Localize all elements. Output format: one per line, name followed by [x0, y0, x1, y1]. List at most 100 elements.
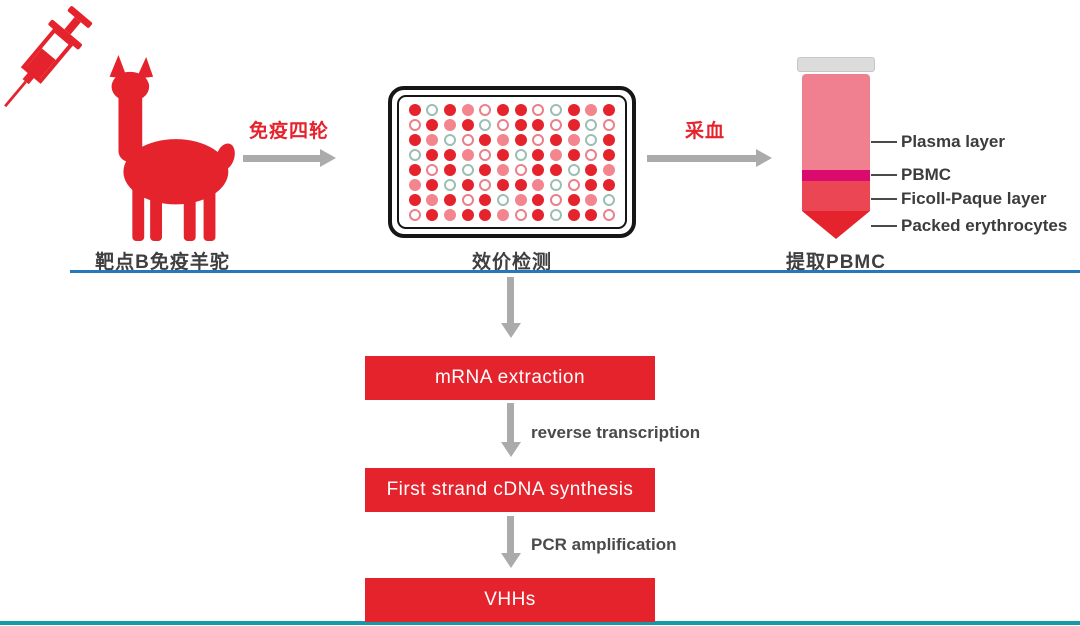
plate-well: [532, 178, 545, 191]
plate-well: [532, 208, 545, 221]
plate-well: [408, 148, 421, 161]
plate-well: [408, 118, 421, 131]
plate-well: [444, 208, 457, 221]
alpaca-icon: [88, 55, 238, 243]
plate-well: [426, 103, 439, 116]
plate-well: [585, 208, 598, 221]
plate-well: [497, 103, 510, 116]
plate-well: [426, 163, 439, 176]
plate-well: [444, 118, 457, 131]
plate-well: [426, 133, 439, 146]
reverse-transcription-label: reverse transcription: [531, 423, 701, 442]
plate-well: [444, 193, 457, 206]
plate-well: [567, 103, 580, 116]
plate-well: [408, 103, 421, 116]
plate-well: [461, 148, 474, 161]
arrow-to-mrna: [500, 277, 521, 338]
plate-well: [461, 163, 474, 176]
plate-well: [550, 133, 563, 146]
plate-well: [585, 193, 598, 206]
plate-well: [567, 148, 580, 161]
immunize-arrow-label: 免疫四轮: [249, 121, 330, 142]
plate-well: [603, 193, 616, 206]
plate-well: [532, 163, 545, 176]
plate-well: [426, 193, 439, 206]
plate-well: [567, 133, 580, 146]
plate-well: [603, 208, 616, 221]
plate-well: [603, 118, 616, 131]
plate-well: [550, 118, 563, 131]
plate-label: 效价检测: [471, 252, 552, 273]
plate-well: [497, 193, 510, 206]
plate-well: [426, 148, 439, 161]
plate-well: [567, 118, 580, 131]
plate-well: [567, 163, 580, 176]
plate-well: [567, 178, 580, 191]
plate-well: [461, 133, 474, 146]
plate-well: [603, 178, 616, 191]
plate-well: [408, 163, 421, 176]
plate-well: [479, 163, 492, 176]
plate-well: [444, 133, 457, 146]
ficoll-layer-label: Ficoll-Paque layer: [901, 189, 1047, 208]
plate-well: [585, 163, 598, 176]
plate-well: [479, 118, 492, 131]
plate-well: [461, 208, 474, 221]
plate-well: [550, 178, 563, 191]
plate-well: [444, 103, 457, 116]
plate-well: [603, 133, 616, 146]
tube-plasma-layer: [802, 74, 870, 170]
plate-well: [585, 148, 598, 161]
plate-well: [408, 178, 421, 191]
plate-well: [461, 103, 474, 116]
plate-well: [532, 118, 545, 131]
plate-well: [444, 163, 457, 176]
plate-well: [461, 178, 474, 191]
alpaca-label: 靶点B免疫羊驼: [95, 252, 230, 273]
plate-well: [567, 208, 580, 221]
top-section-divider: [70, 270, 1080, 273]
plate-well: [532, 133, 545, 146]
plate-well: [461, 118, 474, 131]
erythrocytes-label: Packed erythrocytes: [901, 216, 1068, 235]
plate-well: [532, 193, 545, 206]
plate-well: [567, 193, 580, 206]
plate-well: [444, 148, 457, 161]
plate-well: [408, 208, 421, 221]
plate-well: [426, 208, 439, 221]
plate-well: [479, 133, 492, 146]
well-plate-grid: [397, 95, 627, 229]
well-plate: [388, 86, 636, 238]
plate-well: [444, 178, 457, 191]
plate-well: [497, 178, 510, 191]
blood-arrow-label: 采血: [684, 121, 725, 142]
plate-well: [514, 163, 527, 176]
plate-well: [585, 178, 598, 191]
plate-well: [585, 133, 598, 146]
plate-well: [514, 148, 527, 161]
plate-well: [550, 163, 563, 176]
plate-well: [479, 193, 492, 206]
tube-connector-line: [871, 225, 897, 227]
plate-well: [497, 148, 510, 161]
plate-well: [514, 118, 527, 131]
bottom-divider: [0, 621, 1080, 625]
plate-well: [550, 103, 563, 116]
tube-ficoll-layer: [802, 181, 870, 211]
vhhs-box: VHHs: [365, 578, 655, 622]
plate-well: [479, 208, 492, 221]
tube-label: 提取PBMC: [786, 252, 886, 273]
plate-well: [497, 208, 510, 221]
arrow-pcr-amplification: [500, 516, 521, 568]
plate-well: [479, 103, 492, 116]
plate-well: [585, 103, 598, 116]
plate-well: [408, 193, 421, 206]
tube-connector-line: [871, 141, 897, 143]
tube-cap: [797, 57, 875, 72]
plate-well: [497, 163, 510, 176]
syringe-icon: [0, 0, 107, 129]
plate-well: [514, 133, 527, 146]
plate-well: [461, 193, 474, 206]
arrow-blood-draw: [647, 149, 772, 167]
